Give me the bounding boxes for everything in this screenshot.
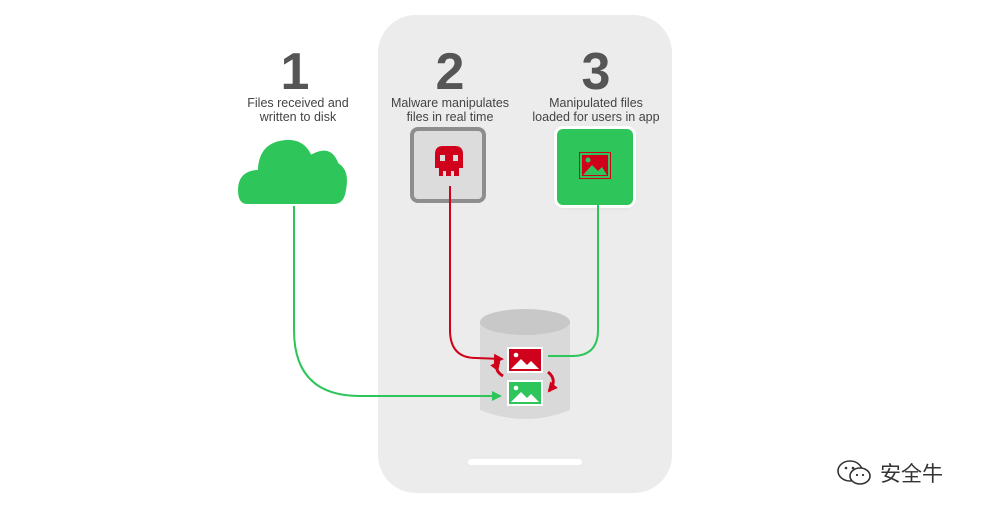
step-2-caption: Malware manipulates files in real time xyxy=(390,96,510,124)
step-3-number: 3 xyxy=(581,43,611,101)
skull-icon xyxy=(435,146,463,176)
image-icon xyxy=(507,380,543,406)
arrow-disk-to-app xyxy=(548,190,603,357)
arrow-malware-to-disk xyxy=(449,186,504,364)
step-2-number: 2 xyxy=(435,43,465,101)
arrow-cloud-to-disk xyxy=(293,206,502,401)
image-icon xyxy=(507,347,543,373)
step-1-number: 1 xyxy=(280,43,310,101)
step-3-caption: Manipulated files loaded for users in ap… xyxy=(532,96,660,124)
image-icon xyxy=(579,152,611,179)
malware-box xyxy=(410,127,486,203)
step-1-caption: Files received and written to disk xyxy=(247,96,349,124)
wechat-icon xyxy=(837,460,871,485)
cloud-icon xyxy=(233,135,351,208)
watermark: 安全牛 xyxy=(836,458,943,488)
watermark-text: 安全牛 xyxy=(880,462,943,486)
phone-home-indicator xyxy=(468,459,582,465)
